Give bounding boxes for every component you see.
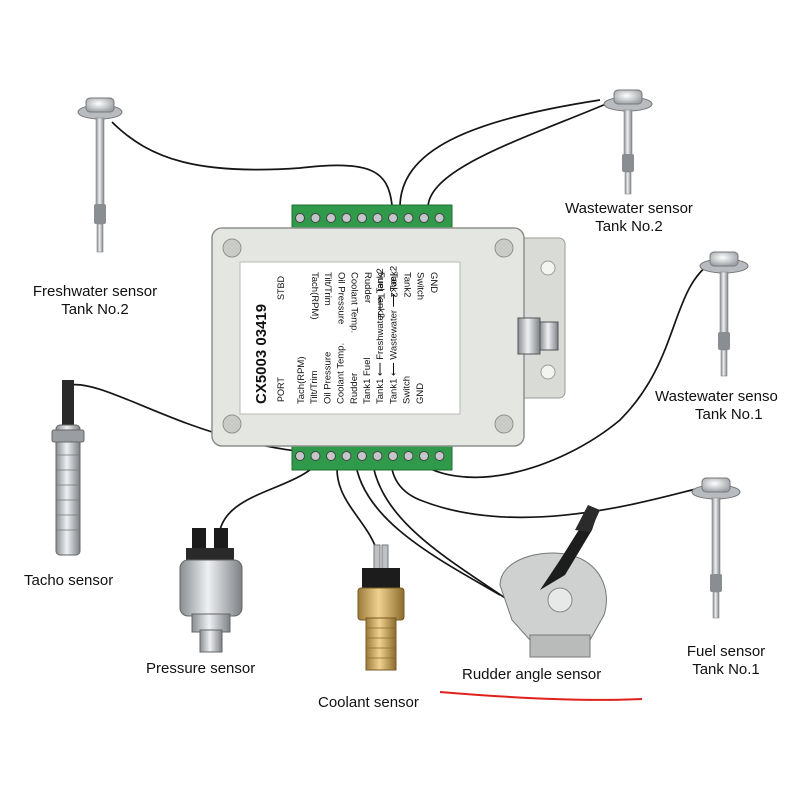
terminal-screw	[388, 451, 398, 461]
port-terminal-label: Oil Pressure	[322, 352, 333, 404]
port-terminal-label: Tilt/Trim	[309, 370, 320, 404]
control-module: CX5003 03419 PORT STBD Tach(RPM)Tilt/Tri…	[211, 204, 566, 471]
module-label-sticker	[239, 261, 461, 415]
stbd-terminal-label: Fuel Tank2	[375, 272, 386, 318]
module-stbd-label: STBD	[276, 275, 286, 300]
freshwater-tank2-sensor-image	[77, 97, 123, 253]
port-terminal-label: Tank1 ⟵ Freshwater ⟶ Tank2	[375, 268, 386, 404]
terminal-screw	[403, 451, 414, 461]
terminal-screw	[357, 213, 367, 223]
terminal-screw	[388, 213, 398, 223]
port-terminal-label: Tank1 Fuel	[362, 358, 373, 404]
stbd-terminal-label: Rudder	[362, 272, 373, 303]
fuel-tank1-sensor-label: Fuel sensor Tank No.1	[686, 643, 766, 678]
terminal-screw	[372, 451, 383, 461]
wire-wastewater-tank2-a	[399, 99, 601, 211]
terminal-screw	[310, 213, 321, 223]
freshwater-tank2-label: Freshwater sensor Tank No.2	[32, 283, 158, 318]
module-model-number: CX5003 03419	[253, 304, 270, 404]
terminal-screw	[357, 451, 367, 461]
wire-freshwater-tank2	[111, 121, 393, 206]
terminal-screw	[295, 451, 305, 461]
port-terminal-label: Switch	[402, 376, 413, 404]
stbd-terminal-label: Tank2	[401, 272, 412, 297]
terminal-screw	[419, 213, 429, 223]
port-terminal-label: GND	[415, 383, 426, 404]
stbd-terminal-label: Coolant Temp.	[349, 272, 360, 333]
wire-wastewater-tank2-b	[427, 103, 607, 211]
terminal-screw	[341, 213, 352, 223]
wire-coolant	[336, 457, 379, 556]
module-port-label: PORT	[276, 377, 286, 402]
terminal-screw	[403, 213, 414, 223]
terminal-screw	[434, 451, 445, 461]
terminal-screw	[326, 451, 336, 461]
stbd-terminal-label: Tank2	[388, 272, 399, 297]
wastewater-tank2-sensor-image	[603, 89, 653, 195]
tacho-sensor-image	[51, 380, 85, 556]
wire-rudder-a	[354, 457, 501, 596]
port-terminal-label: Rudder	[349, 373, 360, 404]
bottom-terminal-screws	[295, 451, 445, 461]
port-terminal-label: Coolant Temp.	[336, 343, 347, 404]
tacho-sensor-label: Tacho sensor	[24, 572, 114, 589]
pressure-sensor-label: Pressure sensor	[146, 660, 256, 677]
terminal-screw	[326, 213, 336, 223]
terminal-screw	[372, 213, 383, 223]
stbd-terminal-label: Oil Pressure	[335, 272, 346, 324]
stbd-terminal-label: Tach(RPM)	[309, 272, 320, 320]
coolant-sensor-image	[357, 544, 405, 671]
wastewater-tank2-label: Wastewater sensor Tank No.2	[565, 200, 693, 235]
port-terminal-label: Tach(RPM)	[296, 356, 307, 404]
terminal-screw	[419, 451, 429, 461]
top-terminal-screws	[295, 213, 445, 223]
stbd-terminal-label: GND	[428, 272, 439, 293]
rudder-highlight-underline	[439, 691, 643, 701]
stbd-terminal-label: Switch	[415, 272, 426, 300]
terminal-screw	[295, 213, 305, 223]
wastewater-tank1-sensor-image	[699, 251, 749, 377]
wire-wastewater-tank1	[409, 261, 713, 479]
terminal-screw	[310, 451, 321, 461]
rudder-angle-sensor-label: Rudder angle sensor	[462, 666, 602, 683]
coolant-sensor-label: Coolant sensor	[318, 694, 419, 711]
stbd-terminal-label: Tilt/Trim	[322, 272, 333, 306]
wire-rudder-b	[371, 457, 509, 601]
pressure-sensor-image	[179, 528, 243, 653]
wastewater-tank1-label: Wastewater senso Tank No.1	[655, 388, 778, 423]
terminal-screw	[434, 213, 445, 223]
terminal-screw	[341, 451, 352, 461]
port-terminal-label: Tank1 ⟵ Wastewater ⟶ Tank2	[388, 266, 399, 404]
fuel-tank1-sensor-image	[691, 477, 741, 619]
rudder-angle-sensor-image	[499, 505, 607, 658]
wire-fuel-tank1	[390, 457, 701, 519]
